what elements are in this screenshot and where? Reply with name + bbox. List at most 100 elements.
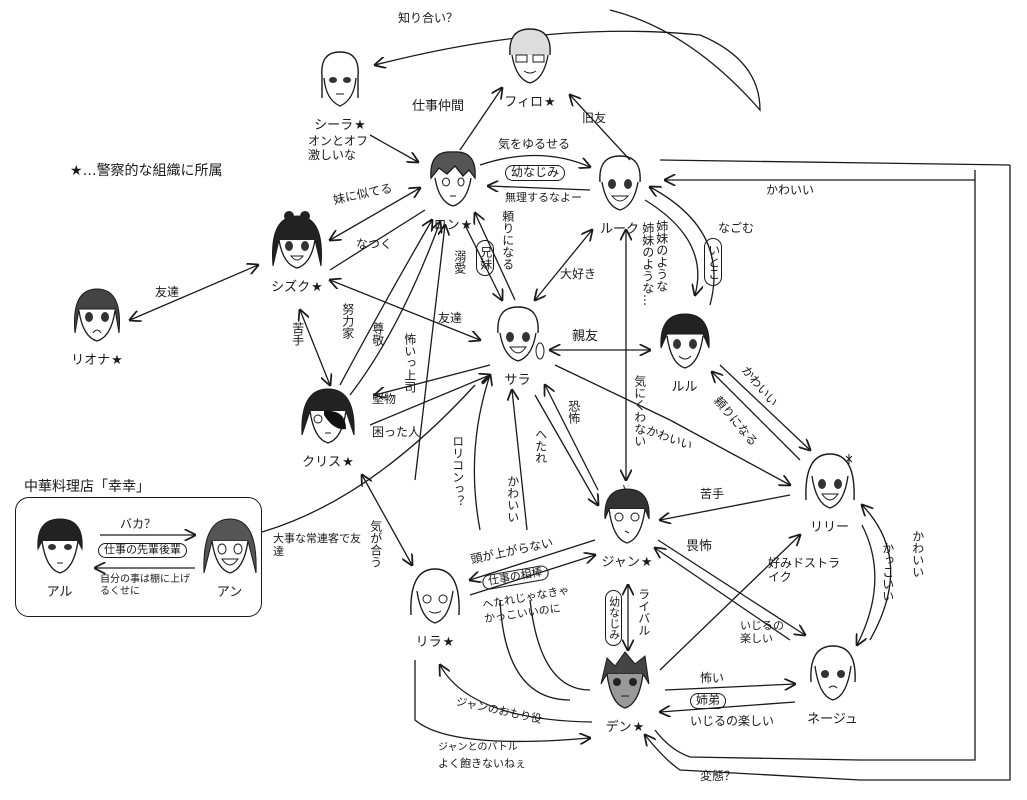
label-luke-den: 変態？ xyxy=(700,769,737,783)
label-firo-shira: 知り合い？ xyxy=(398,11,459,25)
arrow-neju-luke xyxy=(860,165,1011,781)
label-sara-luke: 大好き xyxy=(560,267,597,281)
label-luke-rulu: 姉妹のような xyxy=(654,220,669,292)
arrow-jan-lila xyxy=(470,539,596,580)
portrait-icon xyxy=(657,310,713,374)
label-jan-sara2: かわいい xyxy=(505,475,520,523)
label-den-lily: 好みドストライク xyxy=(768,556,841,584)
label-ron-sara: 溺愛 xyxy=(452,250,467,274)
character-den: デン★ xyxy=(590,650,660,735)
label-ron-firo: 仕事仲間 xyxy=(412,99,465,114)
character-neju: ネージュ xyxy=(798,642,868,727)
label-shira-ron: オンとオフ激しいな xyxy=(308,134,369,162)
label-luke-ron: 無理するなよー xyxy=(505,191,582,204)
label-luke-firo: 旧友 xyxy=(582,111,607,125)
character-name: シーラ xyxy=(314,118,354,133)
character-shira: シーラ★ xyxy=(305,48,375,133)
portrait-icon xyxy=(597,650,653,714)
star-icon: ★ xyxy=(632,720,645,735)
label-chris-ron3: 怖いっ上司 xyxy=(402,333,417,393)
arrow-sara-jan xyxy=(534,394,598,505)
arrow-chris-sara xyxy=(369,375,490,426)
character-name: ロン xyxy=(433,218,460,233)
arrow-chris-lila xyxy=(362,475,412,565)
label-den-neju-relation: 姉弟 xyxy=(690,693,727,709)
arrow-chris-shizuku xyxy=(300,310,330,385)
label-lila-den-a: ジャンとのバトル xyxy=(438,742,518,753)
star-icon: ★ xyxy=(70,163,83,179)
arrow-lily-jan xyxy=(660,494,791,520)
arrow-neju-den xyxy=(660,701,796,712)
label-chris-ron2: 尊敬 xyxy=(370,322,385,346)
portrait-icon xyxy=(269,210,325,274)
legend: ★…警察的な組織に所属 xyxy=(70,160,223,180)
label-sara-ron: 頼りになる xyxy=(500,210,515,270)
arrow-lily-rulu xyxy=(712,372,801,461)
label-lila-den-b: よく飽きないねぇ xyxy=(438,757,526,770)
portrait-icon xyxy=(599,483,655,549)
arrow-den-neju xyxy=(664,684,795,691)
character-name: ルーク xyxy=(599,222,639,237)
arrow-sara-ron xyxy=(475,213,516,301)
character-ron: ロン★ xyxy=(418,148,488,233)
label-ron-luke-relation: 幼なじみ xyxy=(505,165,566,181)
character-name: リリー xyxy=(809,520,849,535)
character-name: リオナ xyxy=(71,353,111,368)
arrow-luke-den xyxy=(645,735,861,781)
character-riona: リオナ★ xyxy=(62,283,132,368)
label-jan-luke: 気にくわない xyxy=(632,375,647,447)
label-ron-shizuku: なつく xyxy=(356,237,393,251)
character-lila: リラ★ xyxy=(400,565,470,650)
legend-text: …警察的な組織に所属 xyxy=(82,163,223,179)
arrow-den-lily xyxy=(659,535,800,671)
arrow-lila-jan xyxy=(469,555,595,596)
label-chris-shizuku: 苦手 xyxy=(290,322,305,346)
character-name: アル xyxy=(46,585,73,600)
arrow-shizuku-ron2 xyxy=(329,209,426,271)
label-jan-neju: 畏怖 xyxy=(686,539,713,554)
character-name: シズク xyxy=(271,280,311,295)
character-jan: ジャン★ xyxy=(592,483,662,570)
star-icon: ★ xyxy=(111,353,123,368)
arrow-den-lila xyxy=(440,665,593,723)
arrow-den-sara-curve xyxy=(529,599,591,691)
arrow-ron-firo xyxy=(459,88,502,151)
label-jan-sara: 恐怖 xyxy=(566,400,581,424)
arrow-ron-sara xyxy=(464,224,502,300)
label-sara-jan: へたれ xyxy=(533,428,548,464)
character-lily: リリー xyxy=(795,450,865,535)
arrow-riona-shizuku xyxy=(130,265,258,320)
arrow-luke-firo xyxy=(570,95,631,161)
arrow-luke-ron xyxy=(488,186,591,190)
arrow-jan-sara2 xyxy=(512,390,528,531)
label-chris-ron: 努力家 xyxy=(340,303,355,339)
arrow-den-chris-curve xyxy=(499,599,571,701)
portrait-icon xyxy=(490,303,546,367)
character-name: フィロ xyxy=(504,95,544,110)
arrow-sara-chris xyxy=(375,364,491,395)
arrow-den-sara xyxy=(473,375,490,531)
shop-title: 中華料理店「幸幸」 xyxy=(24,479,150,495)
arrow-neju-den-curve xyxy=(654,729,861,761)
star-icon: ★ xyxy=(640,555,653,570)
arrow-jan-sara xyxy=(545,385,599,491)
portrait-icon xyxy=(502,25,558,89)
label-neju-den: いじるの楽しい xyxy=(690,714,775,728)
label-den-neju: 怖い xyxy=(700,671,725,685)
star-icon: ★ xyxy=(544,95,556,110)
portrait-icon xyxy=(407,565,463,629)
arrow-shira-ron xyxy=(369,134,418,162)
label-chris-sara: 困った人 xyxy=(372,425,421,439)
character-name: デン xyxy=(605,720,632,735)
character-firo: フィロ★ xyxy=(495,25,565,110)
arrow-shizuku-ron xyxy=(330,188,420,240)
arrow-sara-lily xyxy=(669,419,790,485)
label-neju-jan: いじるの楽しい xyxy=(740,619,784,645)
arrow-ron-luke xyxy=(479,154,590,167)
arrow-jan-neju xyxy=(657,539,805,635)
label-an-al: 自分の事は棚に上げるくせに xyxy=(100,574,190,597)
portrait-icon xyxy=(312,48,368,112)
label-lily-neju: かっこいい xyxy=(880,542,895,602)
arrow-chris-ron3 xyxy=(414,225,445,481)
star-icon: ★ xyxy=(460,218,473,233)
